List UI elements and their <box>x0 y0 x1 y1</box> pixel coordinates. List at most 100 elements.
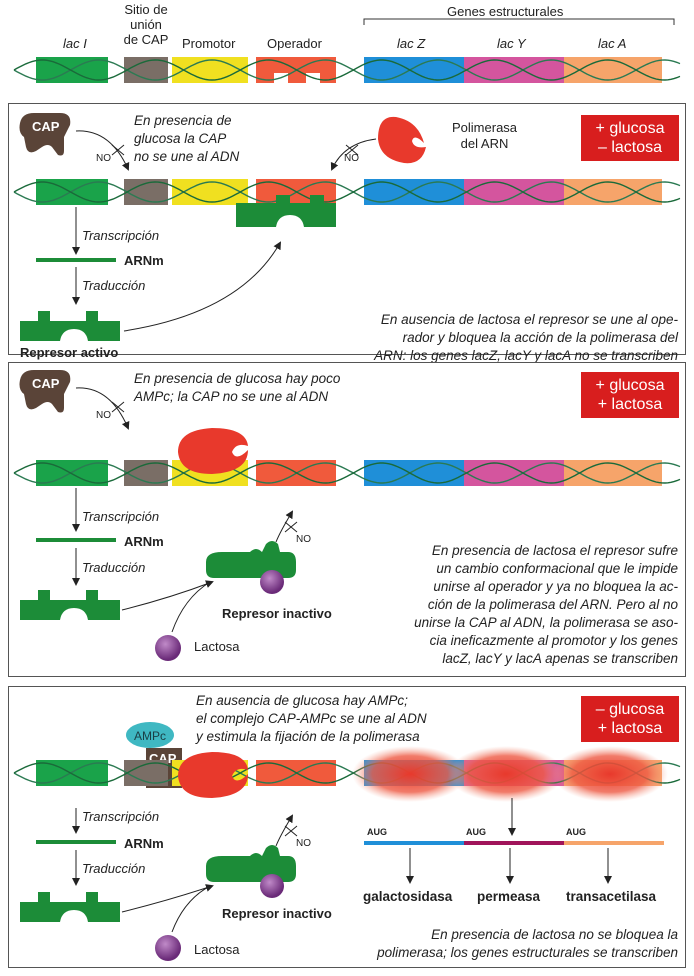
dna-strand-panel1 <box>13 179 681 205</box>
panel3-note-l2: el complejo CAP-AMPc se une al ADN <box>196 711 427 726</box>
mrna-lacY <box>464 841 564 845</box>
bound-lactosa <box>260 570 284 594</box>
ampc-text: AMPc <box>134 729 166 743</box>
polimerasa-bound-2 <box>178 428 248 474</box>
cap-text-2: CAP <box>32 376 60 391</box>
product-permeasa: permeasa <box>477 889 541 904</box>
p3-inactive-arrow <box>275 814 294 847</box>
cap-block-x <box>111 144 125 156</box>
gene-segment-lacZ <box>364 460 464 486</box>
p2-repressor <box>20 590 120 620</box>
p3-repressor <box>20 892 120 922</box>
panel1-no2: NO <box>344 153 359 164</box>
gene-segment-lacI <box>36 460 108 486</box>
dna-helix-line <box>13 59 681 81</box>
panel2-transcripcion: Transcripción <box>82 509 160 524</box>
panel3-desc-l1: En presencia de lactosa no se bloquea la <box>431 927 678 942</box>
panel3-lactosa-label: Lactosa <box>194 942 240 957</box>
panel2-desc-l7: lacZ, lacY y lacA apenas se transcriben <box>442 651 678 666</box>
mrna-lacZ <box>364 841 464 845</box>
p3-mrna-bar <box>36 840 116 844</box>
lactosa-arrow <box>171 581 211 633</box>
gene-segment-lacY <box>464 57 564 83</box>
label-operador: Operador <box>267 36 322 51</box>
cap-protein: CAP <box>19 113 71 156</box>
top-dna-svg <box>13 18 681 83</box>
gene-segment-lacZ <box>364 57 464 83</box>
panel3-transcripcion: Transcripción <box>82 809 160 824</box>
label-lacA: lac A <box>598 36 627 51</box>
label-lacZ: lac Z <box>397 36 426 51</box>
panel3-arnm: ARNm <box>124 836 164 851</box>
panel1-svg: CAP NO NO <box>13 113 681 341</box>
panel1-desc-l3: ARN: los genes lacZ, lacY y lacA no se t… <box>374 348 678 363</box>
badge-panel3: – glucosa + lactosa <box>581 696 679 742</box>
label-lacY: lac Y <box>497 36 526 51</box>
panel3-desc: En presencia de lactosa no se bloquea la… <box>318 926 678 962</box>
p2-inactive-arrow <box>275 510 294 543</box>
badge-panel3-line2: + lactosa <box>597 720 663 737</box>
panel3-no: NO <box>296 838 311 849</box>
panel2-traduccion: Traducción <box>82 560 146 575</box>
cap-arrow <box>75 130 130 171</box>
gene-segment-lacI <box>36 179 108 205</box>
label-lacI: lac I <box>63 36 87 51</box>
aug-1: AUG <box>367 827 387 837</box>
panel1-arnm: ARNm <box>124 253 164 268</box>
product-transacetilasa: transacetilasa <box>566 889 657 904</box>
panel2-arnm: ARNm <box>124 534 164 549</box>
lactosa-arrow-3 <box>171 885 211 933</box>
pol-arrow <box>330 138 377 171</box>
panel2-note-l2: AMPc; la CAP no se une al ADN <box>134 389 329 404</box>
p1-mrna-bar <box>36 258 116 262</box>
panel3-note-l3: y estimula la fijación de la polimerasa <box>196 729 420 744</box>
cap-site-line-1: Sitio de <box>124 2 168 17</box>
pol-block-x <box>345 144 359 156</box>
badge-panel1-line1: + glucosa <box>595 120 665 137</box>
panel1-desc: En ausencia de lactosa el represor se un… <box>338 311 678 365</box>
genes-bracket <box>363 18 675 25</box>
panel1-note-l1: En presencia de <box>134 113 232 128</box>
panel2-desc-l5: unirse la CAP al ADN, la polimerasa se a… <box>414 615 678 630</box>
p3-repressor-arrow <box>121 884 214 913</box>
dna-strand-panel2 <box>13 460 681 486</box>
panel3-svg: AMPc CAP NO <box>13 722 681 961</box>
panel2-note-l1: En presencia de glucosa hay poco <box>134 371 341 386</box>
cap-site-line-3: de CAP <box>123 32 169 47</box>
panel2-note: En presencia de glucosa hay poco AMPc; l… <box>134 370 340 406</box>
panel2-svg: CAP NO NO <box>13 370 681 661</box>
polimerasa-moving-1 <box>352 746 468 802</box>
badge-panel2: + glucosa + lactosa <box>581 372 679 418</box>
gene-segment-lacI <box>36 760 108 786</box>
panel2-lactosa-label: Lactosa <box>194 639 240 654</box>
polimerasa-moving-3 <box>552 746 668 802</box>
panel1-represor-label: Represor activo <box>20 345 119 360</box>
polimerasa-bound-3 <box>178 752 248 798</box>
panel1-note-l3: no se une al ADN <box>134 149 240 164</box>
gene-segment-lacI <box>36 57 108 83</box>
panel2-no1: NO <box>96 410 111 421</box>
panel3-note-l1: En ausencia de glucosa hay AMPc; <box>196 693 408 708</box>
badge-panel3-line1: – glucosa <box>595 701 665 718</box>
active-repressor <box>20 311 120 341</box>
label-genes-estructurales: Genes estructurales <box>447 4 564 19</box>
polimerasa-label: Polimerasa del ARN <box>452 120 517 152</box>
panel1-no1: NO <box>96 153 111 164</box>
cap-protein-2: CAP <box>19 370 71 413</box>
panel2-desc-l3: unirse al operador y ya no bloquea la ac… <box>433 579 678 594</box>
badge-panel1: + glucosa – lactosa <box>581 115 679 161</box>
badge-panel2-line2: + lactosa <box>597 396 663 413</box>
ampc-shape <box>126 722 174 748</box>
panel1-note-l2: glucosa la CAP <box>134 131 227 146</box>
polimerasa-shape <box>378 116 426 164</box>
panel3-note: En ausencia de glucosa hay AMPc; el comp… <box>196 692 427 746</box>
cap-text: CAP <box>32 119 60 134</box>
gene-segment-lacZ <box>364 179 464 205</box>
panel-glucose-no-lactose <box>8 103 686 355</box>
mrna-lacA <box>564 841 664 845</box>
aug-2: AUG <box>466 827 486 837</box>
free-lactosa <box>155 635 181 661</box>
inactive-repressor <box>206 541 296 578</box>
panel1-desc-l1: En ausencia de lactosa el represor se un… <box>380 312 678 327</box>
